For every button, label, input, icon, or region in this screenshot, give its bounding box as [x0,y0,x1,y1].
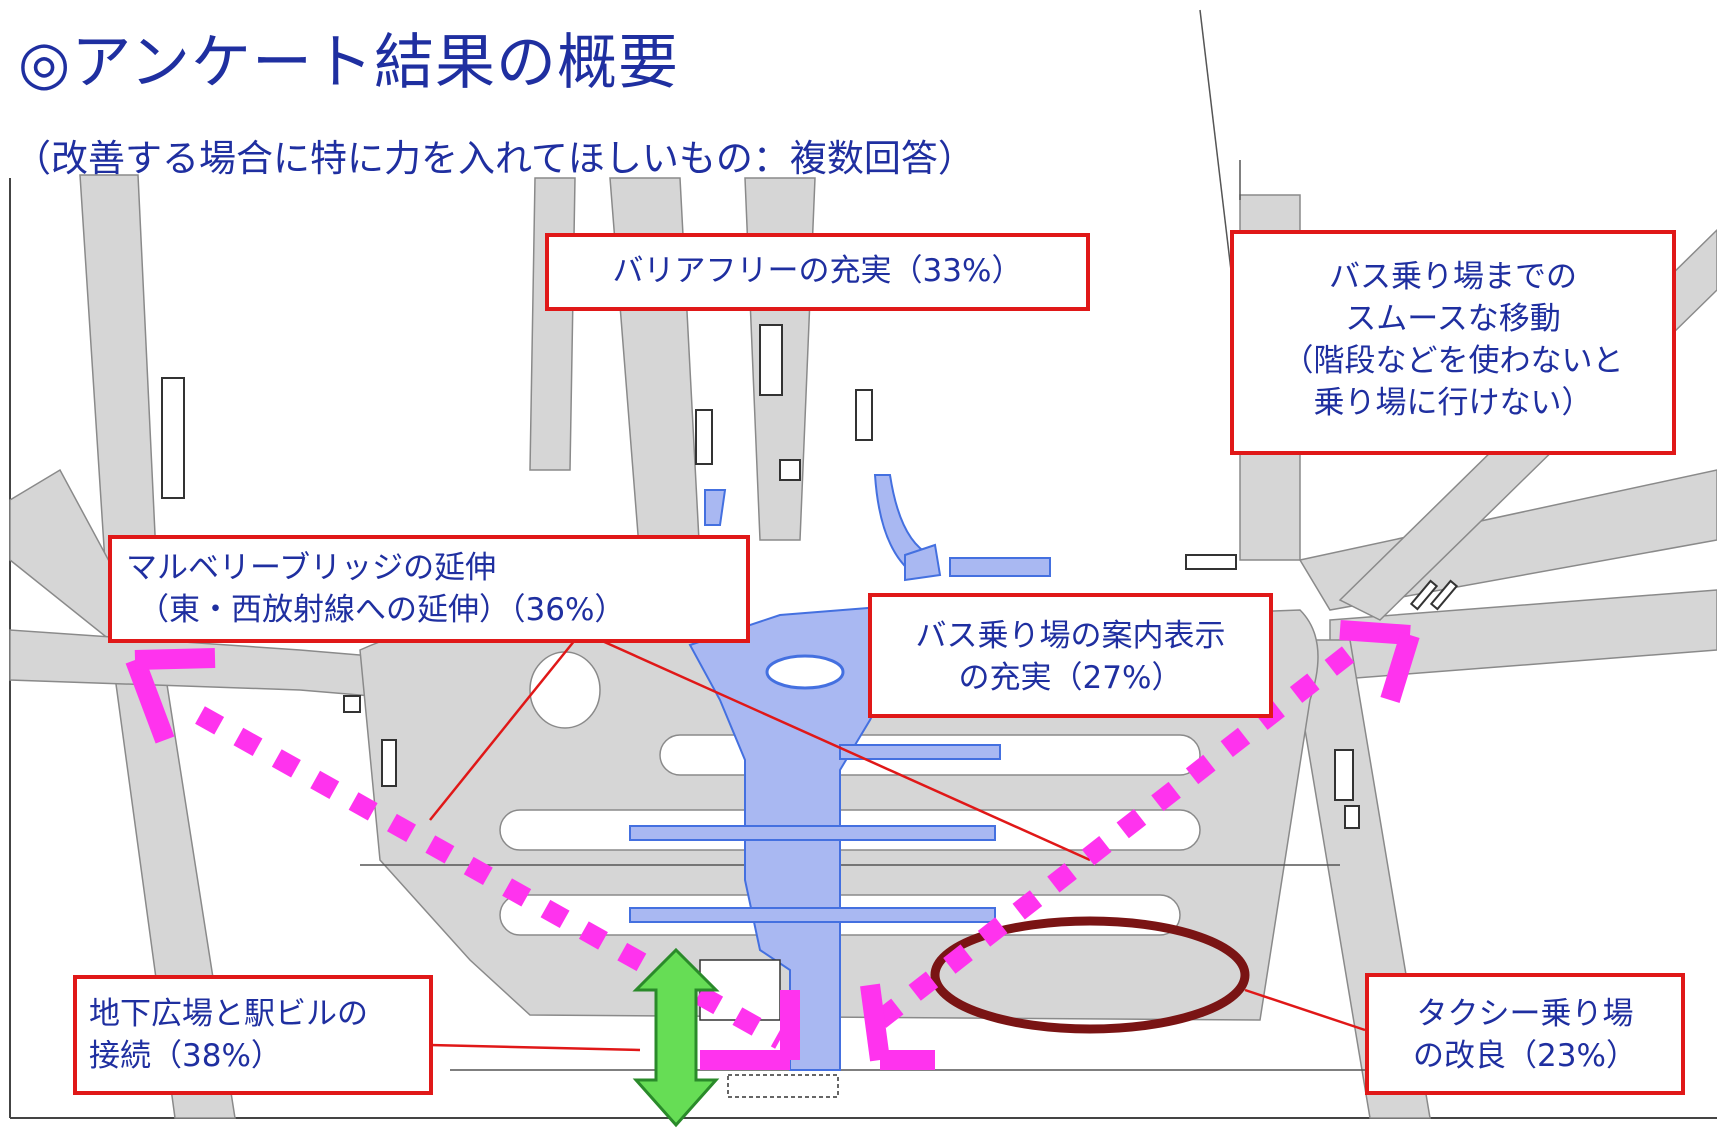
page-title: ◎アンケート結果の概要 [18,28,679,98]
callout-barrier-free-text: バリアフリーの充実（33%） [612,253,1023,289]
callout-mulberry: マルベリーブリッジの延伸 （東・西放射線への延伸）（36%） [108,535,750,643]
callout-bus-guide: バス乗り場の案内表示 の充実（27%） [868,593,1273,718]
page-subtitle: （改善する場合に特に力を入れてほしいもの：複数回答） [14,137,975,180]
pedestrian-deck [629,474,1051,1071]
callout-bus-guide-line1: バス乗り場の案内表示 [915,618,1226,654]
station-stairs [699,959,839,1098]
map-markers [161,324,1459,829]
callout-barrier-free: バリアフリーの充実（33%） [545,233,1090,311]
plaza-oval-marker [765,654,845,690]
callout-bus-move: バス乗り場までの スムースな移動 （階段などを使わないと 乗り場に行けない） [1230,230,1676,455]
callout-bus-guide-line2: の充実（27%） [958,660,1183,696]
callout-taxi-line1: タクシー乗り場 [1416,996,1634,1032]
callout-mulberry-line1: マルベリーブリッジの延伸 [126,550,497,586]
callout-bus-move-line3: （階段などを使わないと [1282,343,1624,379]
leader-lines [429,638,1366,1052]
callout-underground: 地下広場と駅ビルの 接続（38%） [73,975,433,1095]
callout-bus-move-line1: バス乗り場までの [1329,259,1577,295]
callout-taxi: タクシー乗り場 の改良（23%） [1365,973,1685,1095]
taxi-area-ellipse [930,916,1250,1034]
vertical-connection-arrow [632,947,720,1128]
callout-mulberry-line2: （東・西放射線への延伸）（36%） [138,592,626,628]
callout-underground-line1: 地下広場と駅ビルの [89,996,368,1032]
callout-taxi-line2: の改良（23%） [1413,1038,1637,1074]
dotted-arrows [125,620,1420,1070]
callout-bus-move-line4: 乗り場に行けない） [1313,385,1593,421]
callout-bus-move-line2: スムースな移動 [1345,301,1561,337]
callout-underground-line2: 接続（38%） [89,1038,282,1074]
